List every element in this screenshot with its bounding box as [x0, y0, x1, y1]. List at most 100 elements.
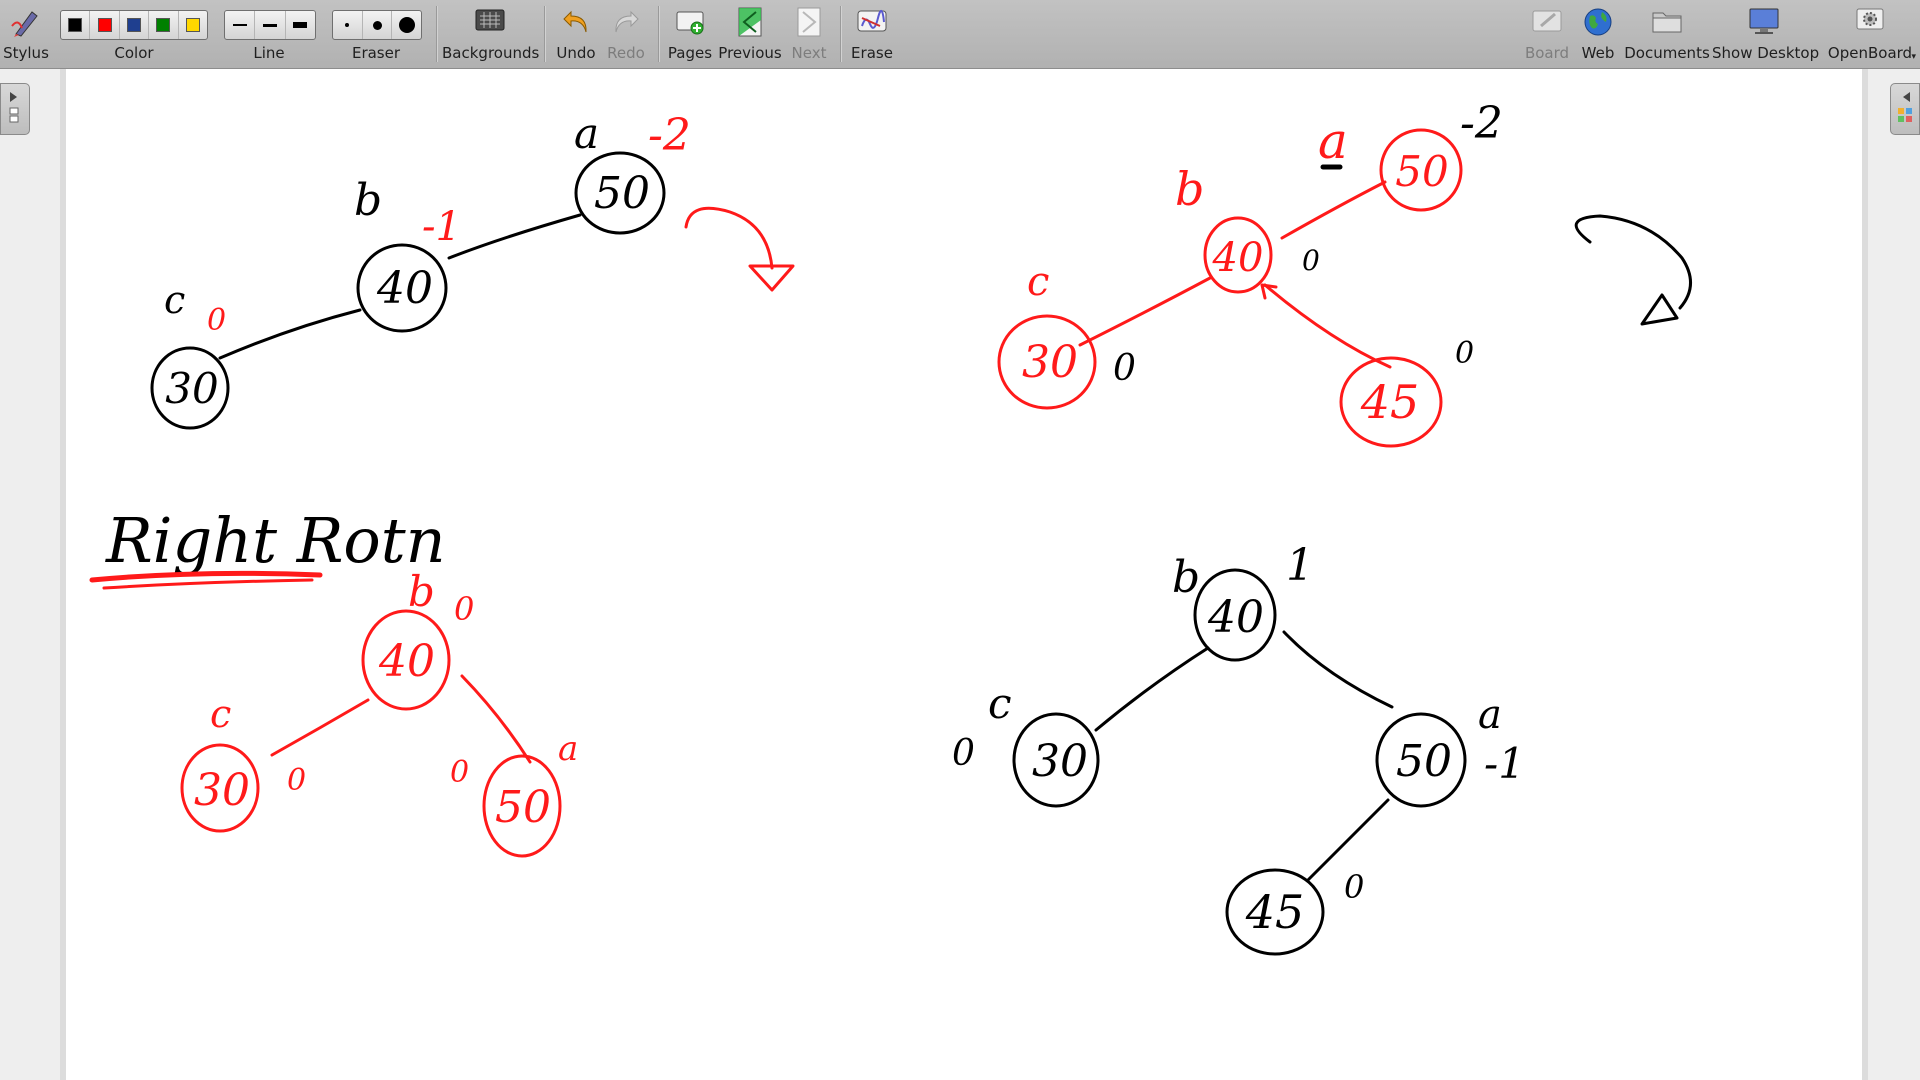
board-icon [1532, 10, 1562, 32]
openboard-menu-button[interactable]: OpenBoard ▾ [1820, 4, 1920, 66]
node-circle [361, 609, 451, 711]
node-label: b [408, 567, 435, 616]
previous-button[interactable]: Previous [716, 4, 784, 66]
node-value: 30 [194, 765, 250, 816]
node-value: 50 [1395, 147, 1448, 196]
line-label: Line [253, 44, 285, 62]
color-blue-swatch[interactable] [120, 11, 150, 39]
redo-button[interactable]: Redo [600, 4, 652, 66]
color-label: Color [114, 44, 154, 62]
node-value: 30 [1022, 337, 1078, 388]
node-circle [482, 754, 562, 858]
edge-a-b [447, 213, 582, 260]
balance-factor: 0 [1344, 868, 1364, 906]
right-rotation-heading: Right Rotn [89, 504, 446, 590]
gear-icon [1856, 8, 1884, 30]
openboard-label: OpenBoard [1827, 44, 1913, 62]
previous-page-icon [738, 7, 762, 37]
documents-button[interactable]: Documents [1624, 4, 1710, 66]
node-circle [574, 151, 666, 235]
web-button[interactable]: Web [1576, 4, 1620, 66]
stylus-icon [11, 11, 38, 37]
node-label: a [558, 729, 578, 769]
balance-factor: -1 [422, 204, 461, 250]
undo-button[interactable]: Undo [550, 4, 602, 66]
edge-b-a [1282, 630, 1394, 709]
node-value: 50 [1396, 736, 1452, 787]
eraser-large-icon [398, 17, 415, 33]
color-picker [60, 10, 208, 40]
node-circle [1379, 128, 1463, 212]
node-circle [1225, 868, 1325, 956]
erase-board-icon [857, 10, 887, 32]
arrow-head [748, 264, 795, 292]
eraser-large-option[interactable] [392, 11, 421, 39]
redo-icon [615, 10, 639, 33]
node-circle [1203, 216, 1273, 294]
rotation-arrow [684, 206, 774, 270]
redo-label: Redo [607, 44, 645, 62]
show-desktop-button[interactable]: Show Desktop [1712, 4, 1820, 66]
eraser-size-picker [332, 10, 422, 40]
edge-b-c [218, 308, 362, 360]
whiteboard-page[interactable] [60, 69, 1868, 1080]
color-yellow-swatch[interactable] [179, 11, 207, 39]
line-thick-option[interactable] [286, 11, 315, 39]
node-label: b [354, 175, 382, 226]
backgrounds-button[interactable]: Backgrounds [442, 4, 540, 66]
arrow-head [1260, 283, 1278, 300]
node-label: c [988, 679, 1012, 728]
eraser-medium-option[interactable] [363, 11, 393, 39]
show-desktop-label: Show Desktop [1712, 44, 1820, 62]
balance-factor: -2 [1460, 98, 1503, 149]
node-circle [1339, 356, 1443, 448]
web-label: Web [1581, 44, 1615, 62]
stylus-tool[interactable]: Stylus [0, 4, 52, 66]
edge-b-c [270, 698, 370, 757]
edge-b-c [1078, 276, 1212, 347]
pages-button[interactable]: Pages [664, 4, 716, 66]
board-button[interactable]: Board [1522, 4, 1572, 66]
expand-left-icon [1898, 92, 1912, 122]
toolbar-separator [436, 6, 438, 62]
node-value: 50 [594, 168, 650, 219]
eraser-small-option[interactable] [333, 11, 363, 39]
previous-label: Previous [718, 44, 782, 62]
rotation-arrow [1574, 214, 1692, 310]
undo-label: Undo [556, 44, 596, 62]
color-black-swatch[interactable] [61, 11, 91, 39]
erase-label: Erase [851, 44, 893, 62]
erase-button[interactable]: Erase [846, 4, 898, 66]
heading-underline [102, 578, 314, 590]
next-button[interactable]: Next [784, 4, 834, 66]
node-value: 45 [1245, 885, 1305, 939]
chevron-down-icon: ▾ [1911, 52, 1916, 62]
node-circle [356, 243, 448, 333]
balance-factor: 0 [1455, 336, 1474, 371]
color-red-swatch[interactable] [90, 11, 120, 39]
node-label: a [1318, 112, 1348, 170]
node-label: c [1027, 259, 1049, 305]
node-label: c [210, 692, 231, 736]
stylus-label: Stylus [3, 44, 49, 62]
pages-label: Pages [667, 44, 713, 62]
eraser-tool: Eraser [330, 4, 422, 66]
tree-4-rotated-result: 40 30 50 45 b c a 1 0 -1 0 [952, 540, 1525, 956]
add-page-icon [676, 11, 704, 35]
line-tool: Line [222, 4, 316, 66]
left-palette-toggle[interactable] [0, 83, 30, 135]
line-thin-option[interactable] [225, 11, 256, 39]
node-circle [997, 314, 1097, 410]
edge-b-c [1094, 646, 1210, 732]
backgrounds-label: Backgrounds [442, 44, 540, 62]
balance-factor: 0 [287, 763, 306, 798]
balance-factor: 0 [450, 755, 469, 790]
line-medium-option[interactable] [255, 11, 286, 39]
color-green-swatch[interactable] [149, 11, 179, 39]
line-thin-icon [232, 24, 247, 26]
line-medium-icon [262, 23, 277, 27]
color-tool: Color [58, 4, 210, 66]
toolbar-separator [544, 6, 546, 62]
node-circle [1193, 568, 1277, 662]
